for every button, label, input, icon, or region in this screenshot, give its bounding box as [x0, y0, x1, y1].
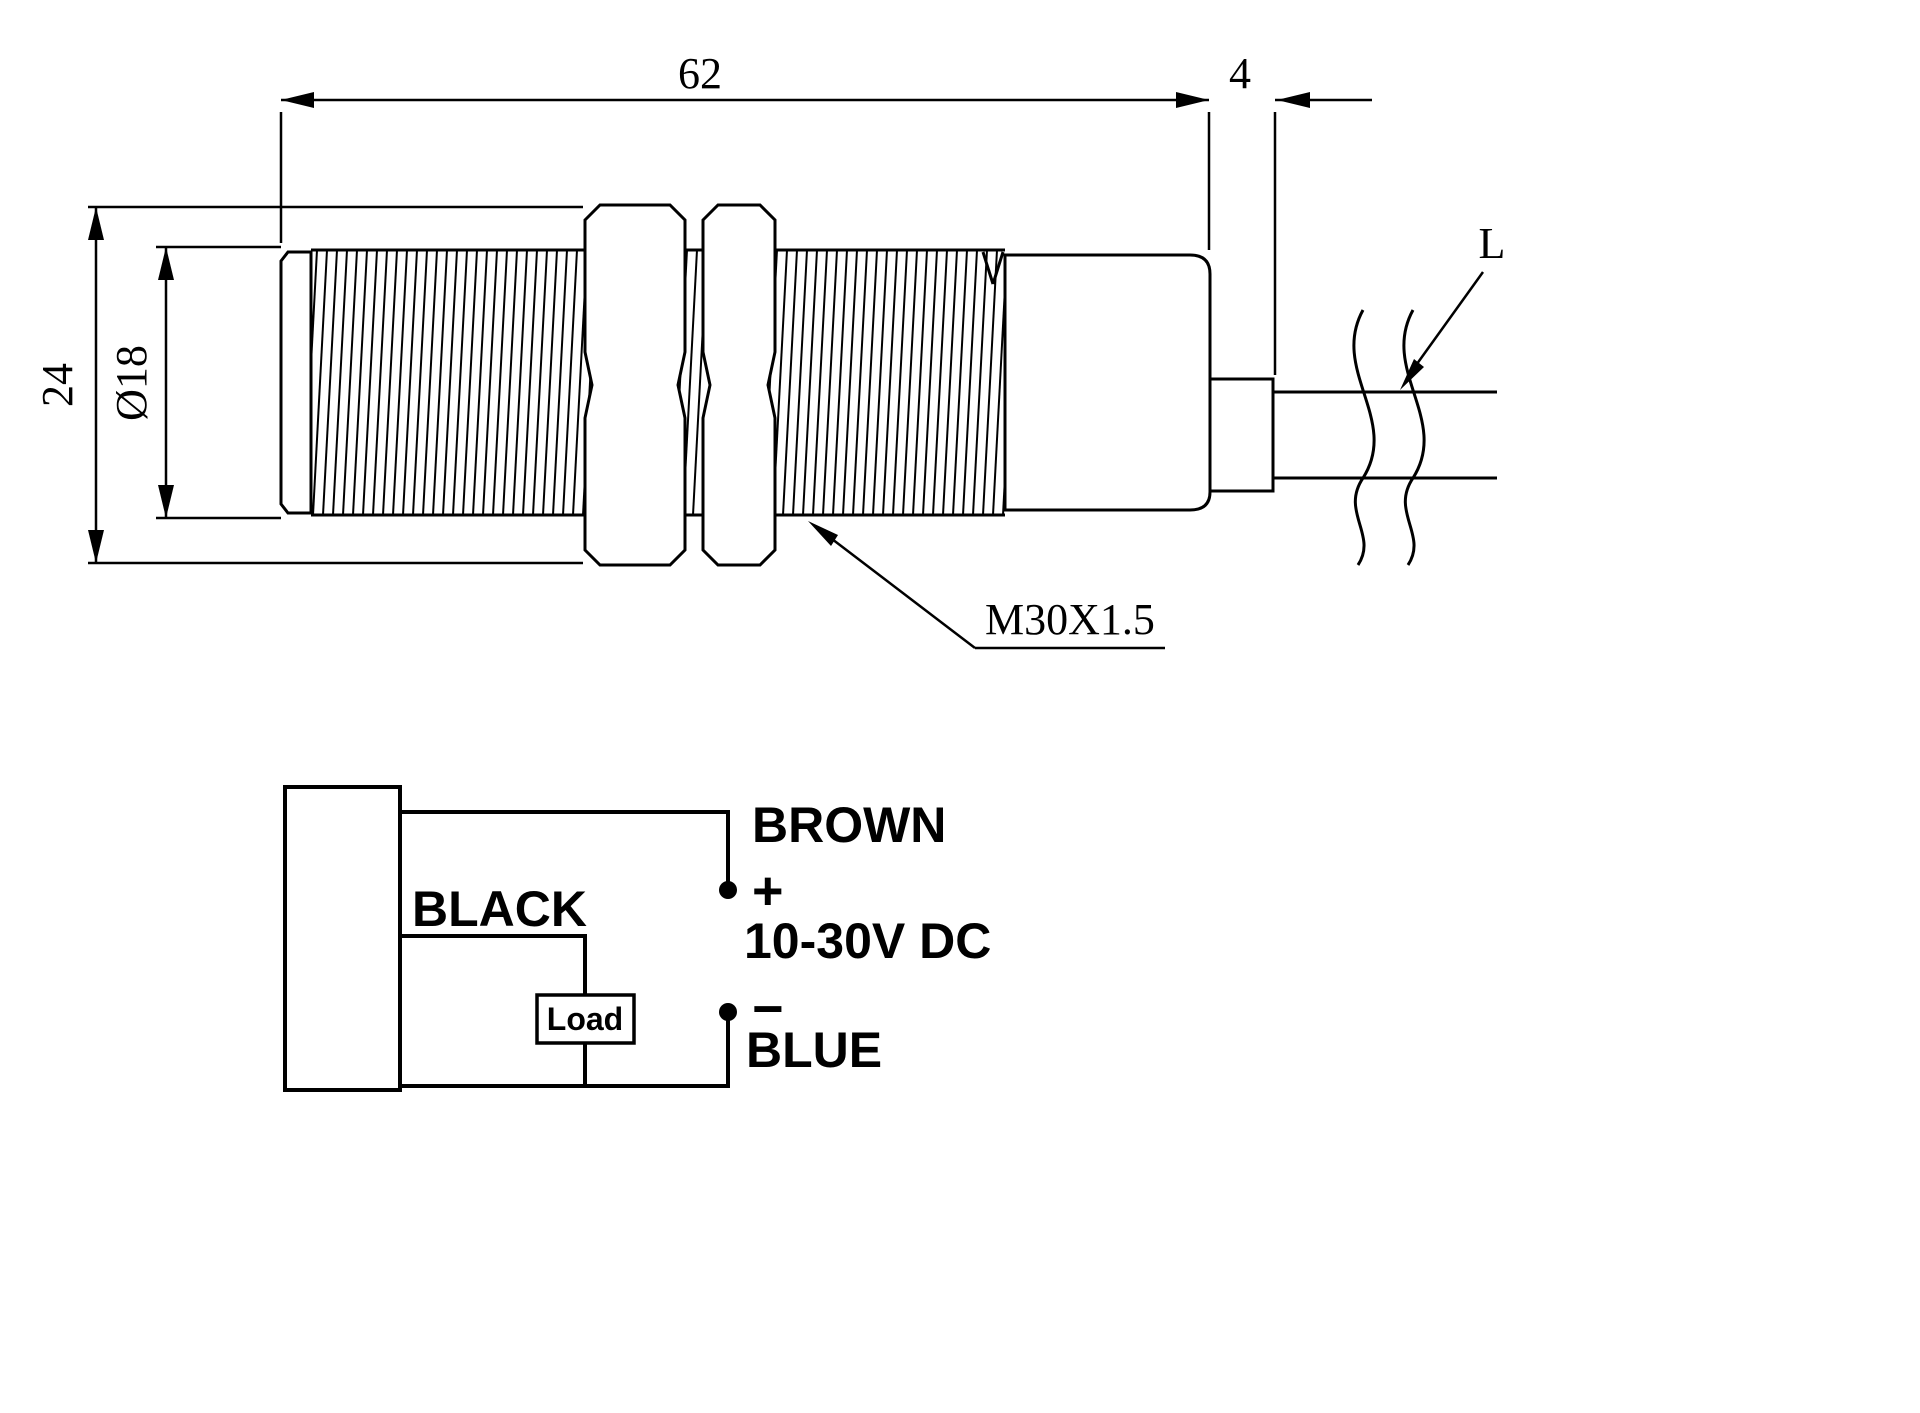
arrowhead — [808, 521, 838, 546]
brown-wire — [400, 810, 730, 882]
sensor-outline — [279, 203, 1497, 567]
dimension-62: 62 — [279, 49, 1211, 250]
cable-length-label: L — [1479, 219, 1506, 268]
cable-gland — [1208, 377, 1275, 493]
plus-terminal-dot — [719, 881, 737, 899]
chamfer-notch — [991, 251, 1005, 285]
brown-wire-label: BROWN — [752, 797, 946, 853]
sensing-face — [279, 250, 313, 515]
cable-break-line — [1402, 309, 1426, 566]
hex-nut — [583, 203, 687, 567]
thread-spec-label: M30X1.5 — [985, 595, 1155, 644]
minus-terminal-dot — [719, 1003, 737, 1021]
blue-wire — [400, 1020, 730, 1088]
supply-voltage-label: 10-30V DC — [744, 913, 991, 969]
leader-line — [831, 538, 976, 649]
arrowhead — [1176, 92, 1209, 108]
arrowhead — [1277, 92, 1310, 108]
dimension-face-label: Ø18 — [107, 345, 156, 421]
dimension-face-diameter: Ø18 — [107, 245, 281, 520]
dimension-24-label: 24 — [33, 363, 82, 407]
chamfer-notch — [981, 251, 995, 285]
arrowhead — [1400, 359, 1424, 390]
minus-sign: − — [752, 979, 784, 1039]
dimension-62-label: 62 — [678, 49, 722, 98]
leader-thread-spec: M30X1.5 — [808, 521, 1165, 650]
rear-body — [1003, 253, 1212, 512]
leader-cable-length: L — [1400, 219, 1505, 390]
cable-break-line — [1352, 309, 1376, 566]
arrowhead — [158, 485, 174, 518]
sensor-block — [283, 785, 402, 1092]
black-wire — [400, 934, 587, 995]
dimension-24: 24 — [33, 205, 583, 565]
plus-sign: + — [752, 861, 784, 921]
dimension-4: 4 — [1229, 49, 1372, 375]
dimension-4-label: 4 — [1229, 49, 1251, 98]
black-wire-label: BLACK — [412, 881, 587, 937]
leader-line — [1412, 271, 1485, 369]
hex-nut — [701, 203, 777, 567]
wiring-diagram: BROWN + 10-30V DC − BLUE BLACK Load — [283, 785, 991, 1092]
blue-wire-label: BLUE — [746, 1022, 882, 1078]
arrowhead — [158, 247, 174, 280]
arrowhead — [88, 530, 104, 563]
arrowhead — [281, 92, 314, 108]
load-label: Load — [547, 1001, 623, 1037]
arrowhead — [88, 207, 104, 240]
